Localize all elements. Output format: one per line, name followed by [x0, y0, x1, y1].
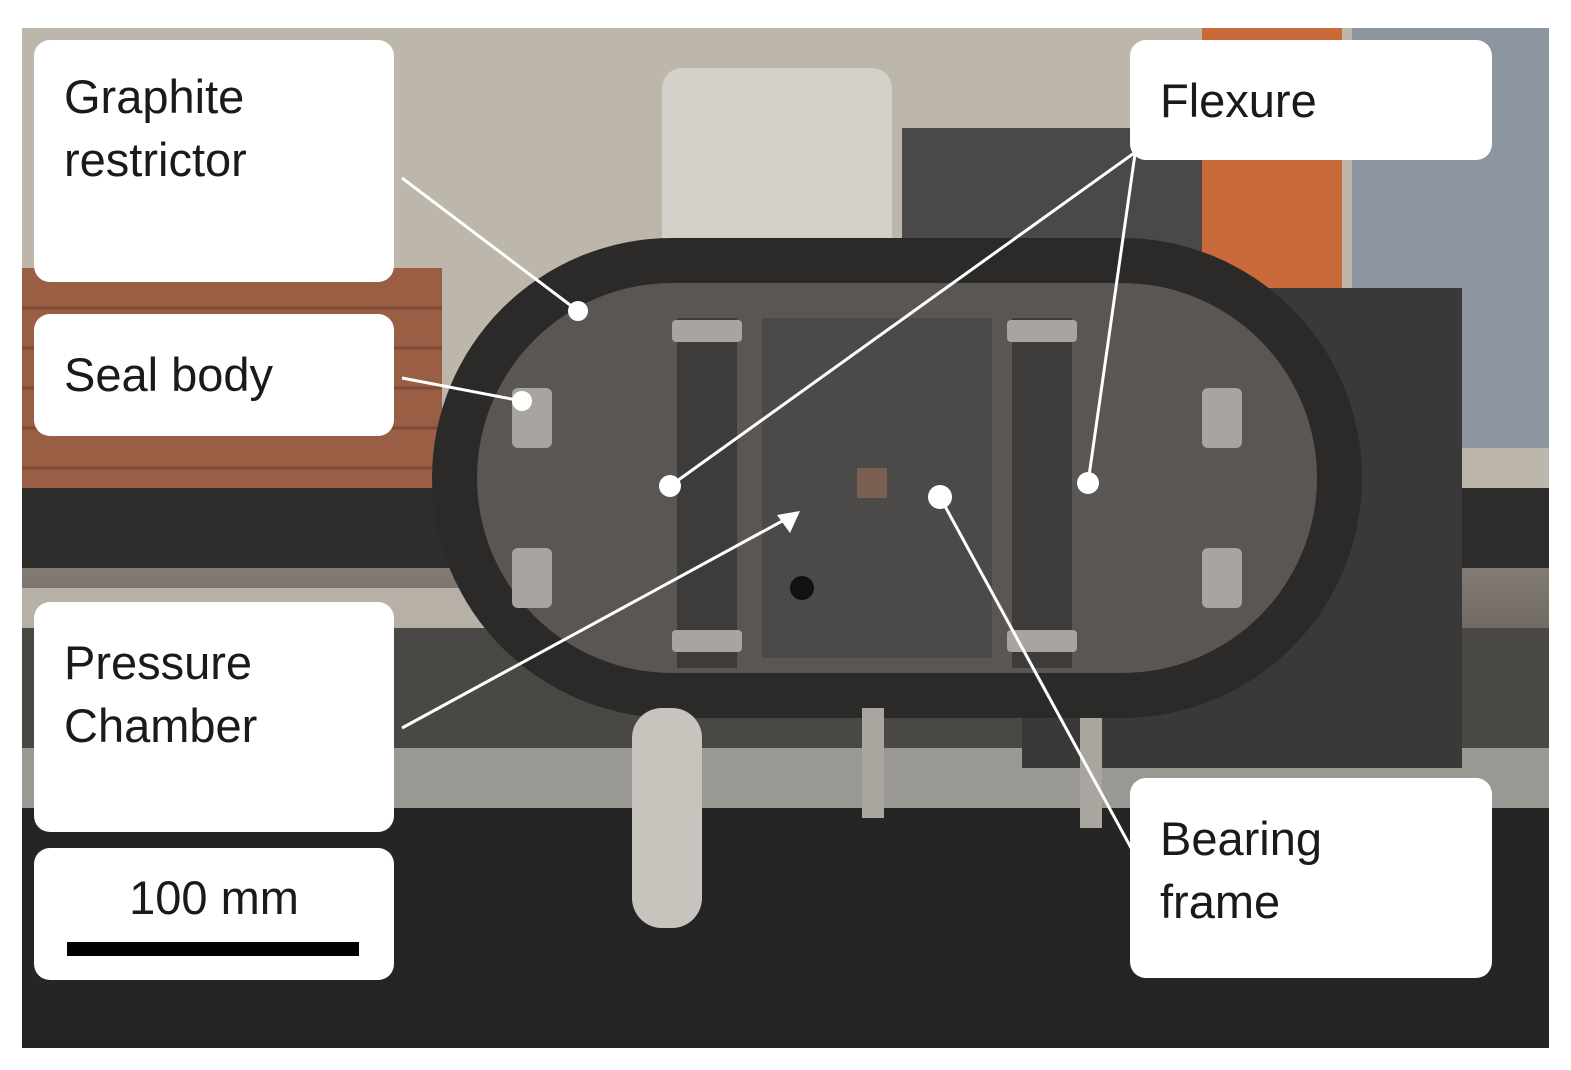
label-flexure: Flexure	[1130, 40, 1492, 160]
scale-bar-label: 100 mm	[129, 871, 299, 924]
label-text-line: Seal body	[64, 348, 274, 401]
label-bearing-frame: Bearing frame	[1130, 778, 1492, 978]
support-leg	[632, 708, 702, 928]
label-seal-body: Seal body	[34, 314, 394, 436]
label-pressure-chamber: Pressure Chamber	[34, 602, 394, 832]
label-text-line: Flexure	[1160, 74, 1317, 127]
pressure-arrowhead	[777, 511, 800, 533]
label-graphite-restrictor: Graphite restrictor	[34, 40, 394, 282]
leader-dots	[512, 301, 1099, 509]
label-text-line: Graphite	[64, 70, 245, 123]
flexure-right	[1012, 318, 1072, 668]
scale-bar: 100 mm	[34, 848, 394, 980]
label-text-line: Chamber	[64, 698, 258, 752]
label-text-line: Bearing	[1160, 812, 1322, 865]
label-text-line: frame	[1160, 874, 1281, 928]
label-text-line: Pressure	[64, 636, 253, 689]
scale-bar-line	[67, 942, 359, 956]
flexure-left	[677, 318, 737, 668]
label-text-line: restrictor	[64, 132, 247, 186]
